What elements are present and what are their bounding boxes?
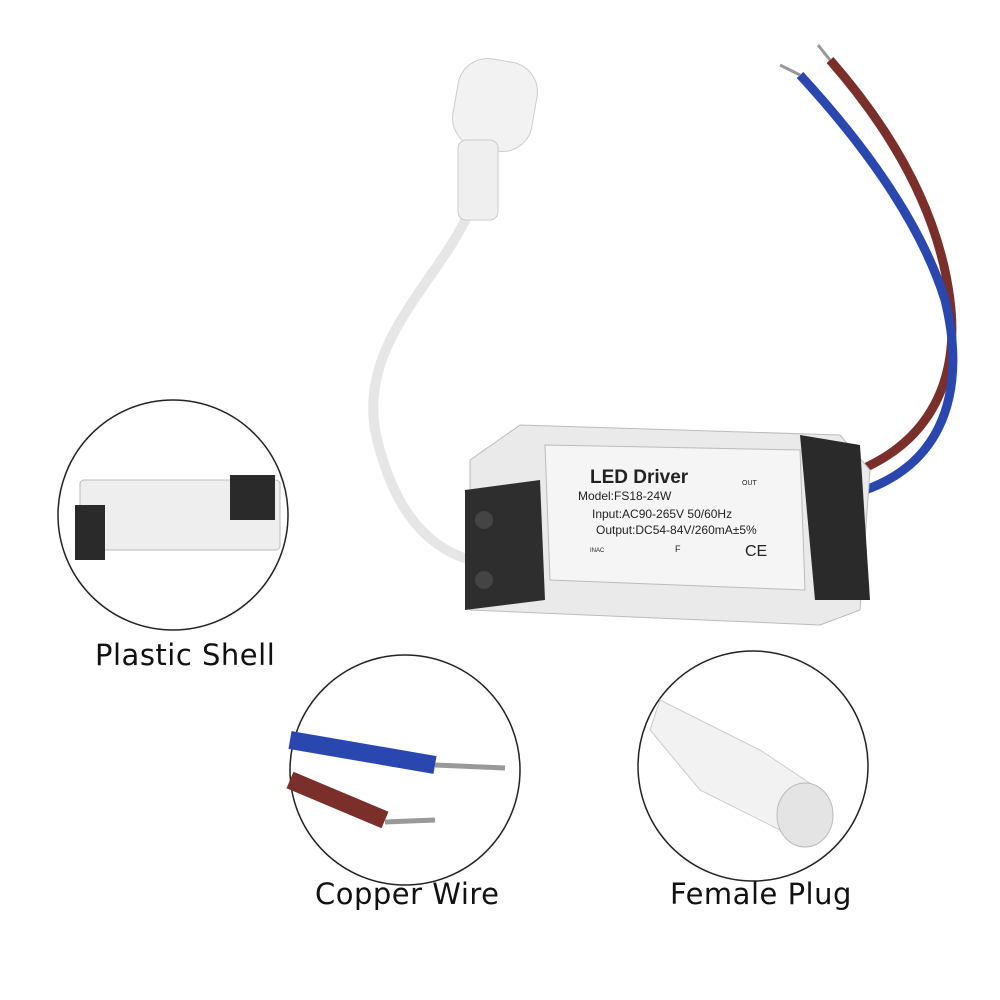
label-inac-mark: INAC <box>590 548 605 554</box>
label-input: Input:AC90-265V 50/60Hz <box>592 507 732 521</box>
label-out-mark: OUT <box>742 480 758 487</box>
screw-bottom <box>475 571 493 589</box>
callout-circle <box>289 654 521 886</box>
brown-wire-tip <box>816 44 832 61</box>
plug-closeup-socket <box>776 782 834 848</box>
callout-copper-wire <box>286 654 521 886</box>
label-title: LED Driver <box>590 467 689 488</box>
driver-label-panel <box>544 444 806 591</box>
label-ce-mark: CE <box>745 543 767 560</box>
caption-plastic-shell: Plastic Shell <box>95 638 276 672</box>
blue-wire <box>796 71 958 495</box>
female-plug <box>452 57 538 221</box>
blue-wire-closeup <box>288 731 437 774</box>
brown-wire-closeup <box>286 771 389 829</box>
blue-wire-tip <box>779 63 801 77</box>
callout-female-plug <box>637 650 869 882</box>
callout-plastic-shell <box>57 399 289 631</box>
screw-top <box>475 511 493 529</box>
shell-closeup-left-cap <box>75 505 105 560</box>
led-driver-body: LED Driver Model:FS18-24W Input:AC90-265… <box>465 424 871 626</box>
caption-copper-wire: Copper Wire <box>315 877 500 911</box>
caption-female-plug: Female Plug <box>670 877 852 911</box>
driver-right-cap <box>800 435 870 600</box>
label-output: Output:DC54-84V/260mA±5% <box>596 523 757 537</box>
shell-closeup-right-cap <box>230 475 275 520</box>
copper-tip-brown <box>384 817 436 825</box>
driver-left-cap <box>465 480 545 610</box>
dc-cable <box>368 208 475 565</box>
plug-strain-relief <box>457 139 499 221</box>
label-model: Model:FS18-24W <box>578 489 672 503</box>
copper-tip-blue <box>434 762 506 771</box>
brown-wire <box>826 57 957 475</box>
label-fuse-mark: F <box>675 544 681 554</box>
